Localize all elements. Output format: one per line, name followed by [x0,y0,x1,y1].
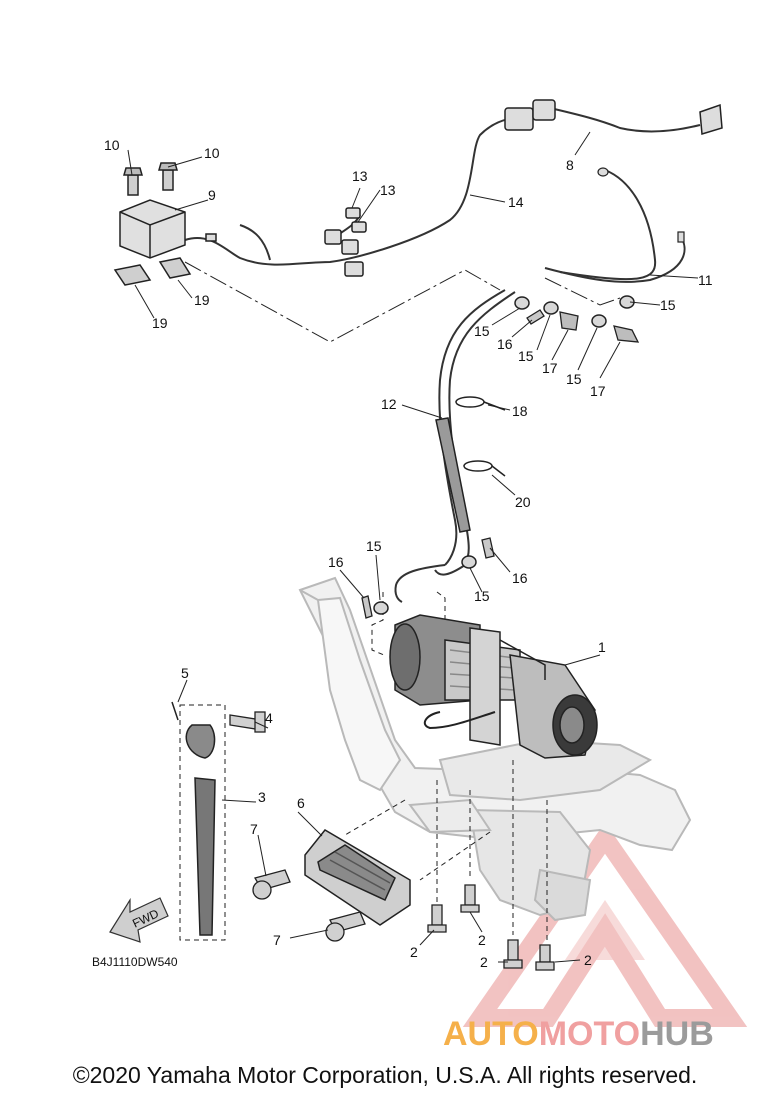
callout-7b: 7 [273,932,281,948]
callout-16a: 16 [497,336,513,352]
callout-16c: 16 [512,570,528,586]
callout-2d: 2 [584,952,592,968]
callout-7a: 7 [250,821,258,837]
hook-strap [171,701,216,936]
callout-8: 8 [566,157,574,173]
callout-15b: 15 [518,348,534,364]
winch-relay [113,162,192,286]
callout-9: 9 [208,187,216,203]
callout-4: 4 [265,710,273,726]
callout-11: 11 [698,272,713,288]
callout-1: 1 [598,639,606,655]
cable-caps [373,295,635,615]
watermark-logo [462,822,748,1027]
terminal-ring-top [597,167,685,243]
callout-17a: 17 [542,360,558,376]
cable-lower [394,564,466,603]
callout-15d: 15 [660,297,676,313]
callout-16b: 16 [328,554,344,570]
callout-15f: 15 [474,588,490,604]
front-bumper-frame [298,576,692,922]
callout-18: 18 [512,403,528,419]
callout-6: 6 [297,795,305,811]
callout-13b: 13 [380,182,396,198]
callout-14: 14 [508,194,524,210]
winch-assembly [389,614,598,759]
callout-3: 3 [258,789,266,805]
part-code: B4J1110DW540 [92,955,178,969]
callout-15a: 15 [474,323,490,339]
copyright-notice: ©2020 Yamaha Motor Corporation, U.S.A. A… [72,1062,698,1088]
watermark-text: AUTOMOTOHUB [443,1015,714,1053]
watermark-part2: MOTO [539,1015,640,1053]
cable-boots [559,311,640,343]
cable-terminals [361,309,545,619]
callout-15e: 15 [366,538,382,554]
cable-ties [455,396,506,477]
callout-15c: 15 [566,371,582,387]
callout-10a: 10 [104,137,120,153]
callout-leaders [127,131,699,963]
callout-19a: 19 [152,315,168,331]
callout-20: 20 [515,494,531,510]
fwd-arrow-icon: FWD [109,897,169,943]
fairlead [304,829,411,926]
callout-5: 5 [181,665,189,681]
callout-labels: 1 2 2 2 2 2 3 4 5 6 7 7 8 9 10 10 11 12 … [104,137,713,970]
callout-2c: 2 [480,954,488,970]
watermark-part1: AUTO [443,1015,539,1053]
harness-connectors [205,99,723,277]
bolts [229,711,555,971]
callout-10b: 10 [204,145,220,161]
callout-2b: 2 [478,932,486,948]
battery-cables [438,169,686,566]
callout-19b: 19 [194,292,210,308]
callout-2a: 2 [410,944,418,960]
callout-12: 12 [381,396,397,412]
watermark-part3: HUB [640,1015,714,1053]
wire-harness [184,107,701,266]
callout-13a: 13 [352,168,368,184]
callout-17b: 17 [590,383,606,399]
cable-sheath [435,417,471,533]
long-leader [184,261,621,343]
